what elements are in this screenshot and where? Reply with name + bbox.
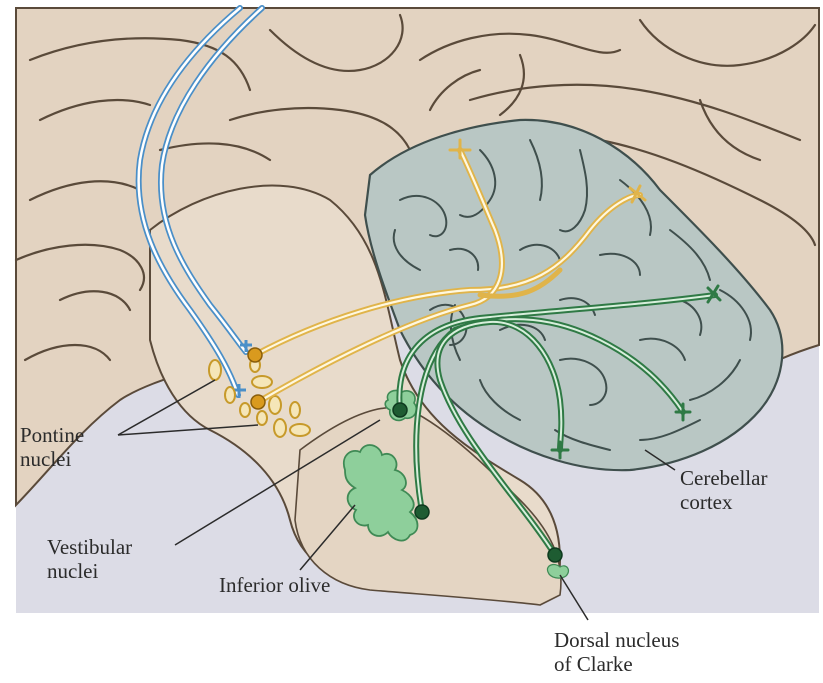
clarke-nucleus-shape <box>547 565 568 579</box>
label-inferior-olive: Inferior olive <box>219 573 330 597</box>
clarke-neuron <box>548 548 562 562</box>
label-dorsal-nucleus-line2: of Clarke <box>554 652 679 676</box>
vestibular-neuron <box>393 403 407 417</box>
label-pontine-nuclei: Pontine nuclei <box>20 423 84 471</box>
label-cerebellar-cortex-line1: Cerebellar <box>680 466 767 490</box>
pontine-neuron-lower <box>251 395 265 409</box>
olivary-neuron <box>415 505 429 519</box>
label-pontine-nuclei-line2: nuclei <box>20 447 84 471</box>
label-vestibular-nuclei-line1: Vestibular <box>47 535 132 559</box>
label-pontine-nuclei-line1: Pontine <box>20 423 84 447</box>
label-cerebellar-cortex: Cerebellar cortex <box>680 466 767 514</box>
label-dorsal-nucleus-of-clarke: Dorsal nucleus of Clarke <box>554 628 679 676</box>
pontine-neuron-upper <box>248 348 262 362</box>
label-vestibular-nuclei: Vestibular nuclei <box>47 535 132 583</box>
label-cerebellar-cortex-line2: cortex <box>680 490 767 514</box>
label-dorsal-nucleus-line1: Dorsal nucleus <box>554 628 679 652</box>
label-vestibular-nuclei-line2: nuclei <box>47 559 132 583</box>
